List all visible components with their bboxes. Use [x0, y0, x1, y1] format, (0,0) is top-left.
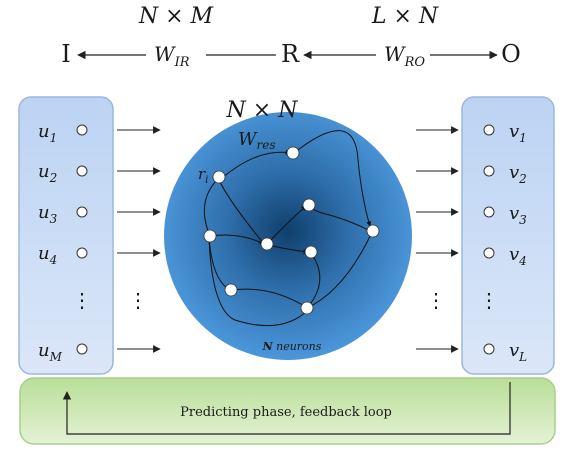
connection-edge: [231, 286, 307, 308]
feedback-loop-line: [62, 382, 511, 435]
neuron-ri-label: ri: [198, 165, 208, 186]
output-row: v3: [483, 203, 527, 227]
reservoir-circle: [164, 112, 412, 360]
input-node: [76, 206, 88, 218]
input-node: [76, 247, 88, 259]
output-node: [483, 124, 495, 136]
n-neurons-label: N neurons: [262, 340, 322, 353]
output-ellipsis: ⋮: [479, 288, 499, 312]
input-label: u1: [38, 121, 57, 145]
input-row: u1: [38, 121, 88, 145]
neuron: [300, 301, 314, 315]
input-ellipsis: ⋮: [72, 288, 92, 312]
neuron: [286, 146, 300, 160]
neuron: [203, 229, 217, 243]
output-label: vL: [509, 340, 527, 364]
output-label: v1: [509, 121, 527, 145]
output-node: [483, 165, 495, 177]
w-res-label: Wres: [238, 129, 276, 152]
dim-n-by-m: N × M: [138, 4, 214, 29]
output-label: v3: [509, 203, 527, 227]
node-i-label: I: [61, 40, 70, 68]
node-r-label: R: [281, 40, 300, 68]
output-label: v4: [509, 244, 527, 268]
feedback-loop-label: Predicting phase, feedback loop: [180, 405, 392, 420]
output-arrow-ellipsis: ⋮: [426, 288, 446, 312]
input-label: u3: [38, 202, 58, 226]
output-panel: [461, 96, 555, 375]
input-row: u2: [38, 161, 88, 185]
input-node: [76, 343, 88, 355]
input-panel: [18, 96, 114, 375]
output-row: v1: [483, 121, 527, 145]
neuron: [224, 283, 238, 297]
output-row: vL: [483, 340, 527, 364]
node-o-label: O: [501, 40, 521, 68]
neuron: [302, 198, 316, 212]
input-node: [76, 165, 88, 177]
input-node: [76, 124, 88, 136]
neuron: [366, 224, 380, 238]
w-ro-label: WRO: [384, 42, 425, 70]
connection-edge: [208, 237, 309, 327]
input-row: u4: [38, 243, 88, 267]
output-row: v4: [483, 244, 527, 268]
neuron: [260, 237, 274, 251]
dim-l-by-n: L × N: [371, 4, 439, 29]
neuron-ri: [212, 170, 226, 184]
input-label: u4: [38, 243, 57, 267]
w-ir-label: WIR: [154, 42, 190, 70]
connection-edge: [221, 149, 291, 179]
reservoir-dim-label: N × N: [226, 98, 299, 123]
output-node: [483, 247, 495, 259]
output-node: [483, 343, 495, 355]
connection-edge: [293, 130, 372, 227]
reservoir-neurons: [203, 146, 380, 315]
output-label: v2: [509, 162, 527, 186]
input-label: uM: [38, 340, 63, 364]
input-arrow-ellipsis: ⋮: [128, 288, 148, 312]
input-row: uM: [38, 340, 88, 364]
feedback-loop-bar: [19, 377, 556, 445]
neuron: [304, 245, 318, 259]
input-row: u3: [38, 202, 88, 226]
connection-edge: [306, 231, 373, 309]
output-node: [483, 206, 495, 218]
input-label: u2: [38, 161, 57, 185]
output-row: v2: [483, 162, 527, 186]
